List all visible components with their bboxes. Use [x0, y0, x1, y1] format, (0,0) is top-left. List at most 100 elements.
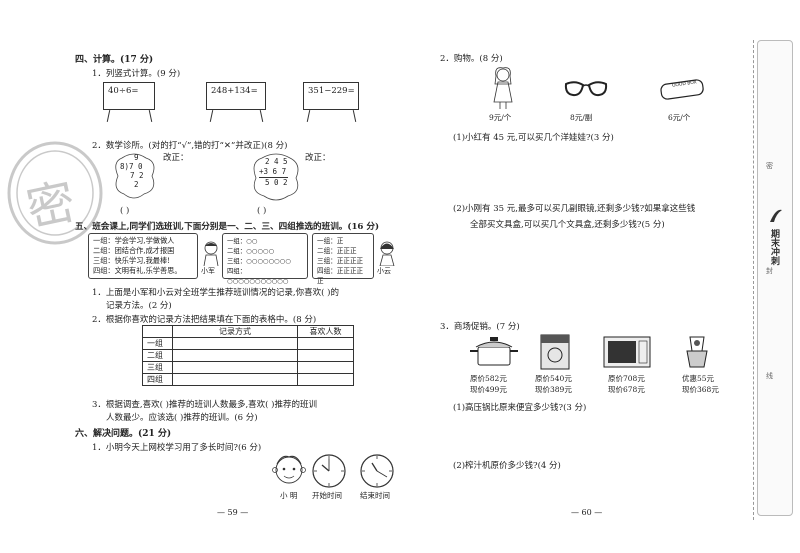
- microwave-icon: [603, 336, 651, 368]
- binding-sidebar: 密 封 线 期末冲刺: [757, 40, 793, 516]
- cooker-orig-price: 原价582元: [470, 374, 507, 383]
- xiaoyun-label: 小云: [377, 267, 391, 275]
- fix-label-1: 改正：: [163, 153, 189, 163]
- card-slogans: 一组：学会学习,学做做人 二组：团结合作,成才报国 三组：快乐学习,我最棒! 四…: [88, 233, 198, 279]
- judge-paren-1[interactable]: ( ): [120, 206, 130, 216]
- seal-char-1: 密: [766, 162, 773, 170]
- table-row: 三组: [142, 361, 354, 374]
- circle-row-2: 二组：○○○○○: [227, 247, 275, 255]
- calc-board-2: 248+134=: [206, 82, 266, 110]
- circle-row-1: 一组：○○: [227, 237, 258, 245]
- q6-1-label: 1．小明今天上网校学习用了多长时间?(6 分): [92, 443, 262, 453]
- judge-paren-2[interactable]: ( ): [257, 206, 267, 216]
- girl-xiaoyun-figure: [379, 241, 395, 266]
- table-header-row: 记录方式 喜欢人数: [142, 325, 354, 338]
- table-header-count: 喜欢人数: [297, 325, 354, 338]
- juicer-now-price: 现价368元: [682, 385, 719, 394]
- price-doll: 9元/个: [489, 113, 512, 122]
- slogan-3: 三组：快乐学习,我最棒!: [93, 256, 171, 265]
- xiaojun-label: 小军: [201, 267, 215, 275]
- price-glasses: 8元/副: [570, 113, 593, 122]
- microwave-now-price: 现价678元: [608, 385, 645, 394]
- tally-row-3: 三组：正正正正: [317, 257, 364, 265]
- div-line-2: 8)7 0: [120, 162, 143, 171]
- calc-board-1-text: 40÷6=: [108, 86, 139, 96]
- section6-title: 六、解决问题。(21 分): [75, 429, 172, 439]
- q5-3-line-b: 人数最少。应该选( )推荐的班训。(6 分): [106, 413, 258, 423]
- r-q2-title: 2．购物。(8 分): [440, 54, 503, 64]
- table-row-label: 三组: [142, 361, 173, 374]
- xiaoming-label: 小 明: [280, 491, 298, 500]
- cooker-now-price: 现价499元: [470, 385, 507, 394]
- microwave-orig-price: 原价708元: [608, 374, 645, 383]
- q5-1-line-a: 1．上面是小军和小云对全班学生推荐班训情况的记录,你喜欢( )的: [92, 288, 339, 298]
- div-line-1: 9: [134, 153, 139, 162]
- start-time-label: 开始时间: [312, 491, 342, 500]
- washing-machine-icon: [540, 334, 570, 370]
- r-q2-2-line-b: 全部买文具盒,可以买几个文具盒,还剩多少钱?(5 分): [470, 220, 665, 230]
- r-q2-1: (1)小红有 45 元,可以买几个洋娃娃?(3 分): [453, 133, 614, 143]
- section4-title: 四、计算。(17 分): [75, 55, 154, 65]
- r-q2-2-line-a: (2)小刚有 35 元,最多可以买几副眼镜,还剩多少钱?如果拿这些钱: [453, 204, 696, 214]
- table-row-label: 一组: [142, 337, 173, 350]
- end-time-label: 结束时间: [360, 491, 390, 500]
- fix-label-2: 改正：: [305, 153, 331, 163]
- secret-stamp-icon: [7, 141, 103, 245]
- q1-label: 1．列竖式计算。(9 分): [92, 69, 181, 79]
- seal-char-3: 线: [766, 372, 773, 380]
- clock-start-icon: [312, 454, 346, 488]
- q5-2-label: 2．根据你喜欢的记录方法把结果填在下面的表格中。(8 分): [92, 315, 317, 325]
- r-q3-2: (2)榨汁机原价多少钱?(4 分): [453, 461, 561, 471]
- brand-text: 期末冲刺: [769, 229, 779, 265]
- pencil-box-icon: [660, 79, 704, 100]
- q2-label: 2．数学诊所。(对的打“√”,错的打“✕”并改正)(8 分): [92, 141, 288, 151]
- record-table: 记录方式 喜欢人数 一组 二组 三组 四组: [142, 325, 354, 386]
- page-number-right: — 60 —: [571, 508, 603, 517]
- card-circles: 一组：○○ 二组：○○○○○ 三组：○○○○○○○○ 四组：○○○○○○○○○○…: [222, 233, 308, 285]
- add-line-3: 5 0 2: [265, 178, 288, 187]
- boy-xiaojun-figure: [203, 241, 219, 266]
- circle-row-4: 四组：○○○○○○○○○○○: [227, 267, 289, 285]
- page-number-left: — 59 —: [217, 508, 249, 517]
- doll-icon: [493, 67, 513, 109]
- div-line-3: 7 2: [130, 171, 144, 180]
- binding-line: [753, 40, 754, 520]
- glasses-icon: [564, 81, 608, 97]
- washer-now-price: 现价389元: [535, 385, 572, 394]
- brand-logo-icon: [770, 209, 782, 222]
- slogan-1: 一组：学会学习,学做做人: [93, 236, 175, 245]
- card-tally: 一组：正 二组：正正正 三组：正正正正 四组：正正正正正: [312, 233, 374, 285]
- price-box: 6元/个: [668, 113, 691, 122]
- seal-char-2: 封: [766, 267, 773, 275]
- cloud-division: [115, 153, 155, 199]
- r-q3-title: 3．商场促销。(7 分): [440, 322, 520, 332]
- calc-board-1: 40÷6=: [103, 82, 155, 110]
- calc-board-3-text: 351−229=: [308, 86, 355, 96]
- add-line-2: +3 6 7: [259, 167, 288, 178]
- table-row: 一组: [142, 337, 354, 350]
- table-header-empty: [142, 325, 173, 338]
- table-row: 四组: [142, 373, 354, 386]
- tally-row-2: 二组：正正正: [317, 247, 357, 255]
- add-line-1: 2 4 5: [265, 157, 288, 166]
- cloud-addition: [253, 153, 299, 201]
- r-q3-1: (1)高压锅比原来便宜多少钱?(3 分): [453, 403, 587, 413]
- q5-3-line-a: 3．根据调查,喜欢( )推荐的班训人数最多,喜欢( )推荐的班训: [92, 400, 317, 410]
- calc-board-3: 351−229=: [303, 82, 359, 110]
- slogan-2: 二组：团结合作,成才报国: [93, 246, 175, 255]
- circle-row-3: 三组：○○○○○○○○: [227, 257, 291, 265]
- juicer-discount: 优惠55元: [682, 374, 715, 383]
- table-row-label: 四组: [142, 373, 173, 386]
- boy-xiaoming-face-icon: [272, 455, 306, 484]
- addition-work: 2 4 5 +3 6 7 5 0 2: [259, 157, 288, 188]
- juicer-icon: [686, 336, 708, 368]
- calc-board-2-text: 248+134=: [211, 86, 258, 96]
- section5-title: 五、班会课上,同学们选班训,下面分别是一、二、三、四组推选的班训。(16 分): [75, 222, 380, 232]
- table-row: 二组: [142, 349, 354, 362]
- pressure-cooker-icon: [470, 337, 518, 366]
- q5-1-line-b: 记录方法。(2 分): [106, 301, 172, 311]
- table-row-label: 二组: [142, 349, 173, 362]
- division-work: 9 8)7 0 7 2 2: [120, 153, 144, 189]
- tally-row-1: 一组：正: [317, 237, 344, 245]
- slogan-4: 四组：文明有礼,乐学善思。: [93, 266, 182, 275]
